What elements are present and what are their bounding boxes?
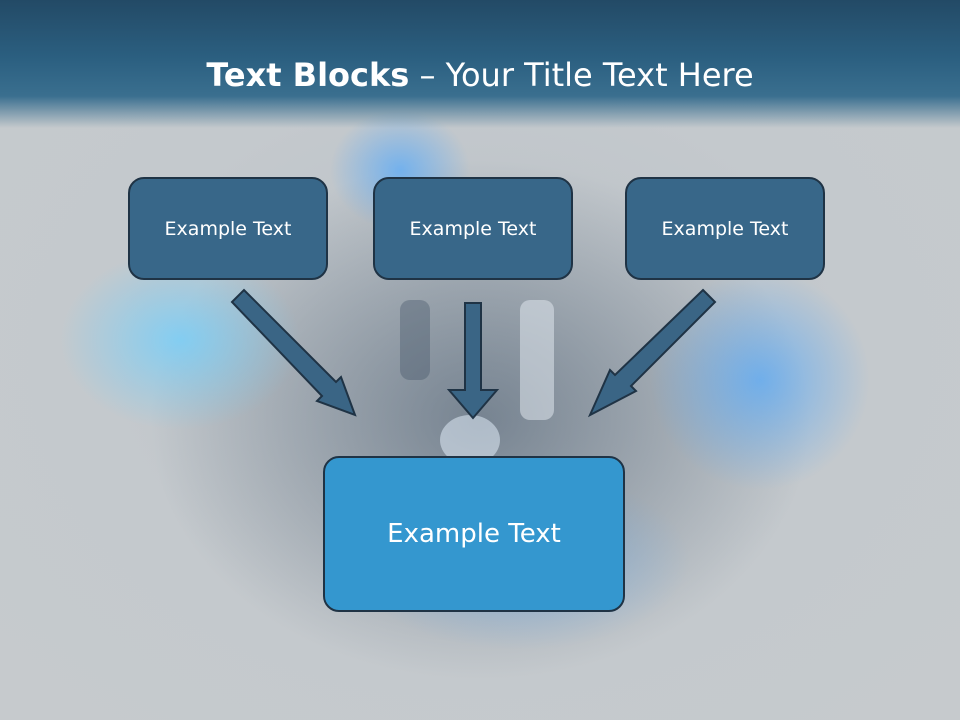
header-bar <box>0 0 960 128</box>
text-block-1[interactable]: Example Text <box>128 177 328 280</box>
result-text-block[interactable]: Example Text <box>323 456 625 612</box>
result-text-block-label: Example Text <box>387 519 561 549</box>
text-block-2-label: Example Text <box>409 217 537 240</box>
arrow-left-diagonal <box>230 288 357 417</box>
text-block-3[interactable]: Example Text <box>625 177 825 280</box>
arrow-right-diagonal <box>587 288 717 418</box>
title-rest-part: – Your Title Text Here <box>409 56 754 94</box>
slide-title: Text Blocks – Your Title Text Here <box>0 52 960 98</box>
title-bold-part: Text Blocks <box>206 56 410 94</box>
arrow-center-down <box>446 302 500 420</box>
text-block-2[interactable]: Example Text <box>373 177 573 280</box>
text-block-3-label: Example Text <box>661 217 789 240</box>
text-block-1-label: Example Text <box>164 217 292 240</box>
